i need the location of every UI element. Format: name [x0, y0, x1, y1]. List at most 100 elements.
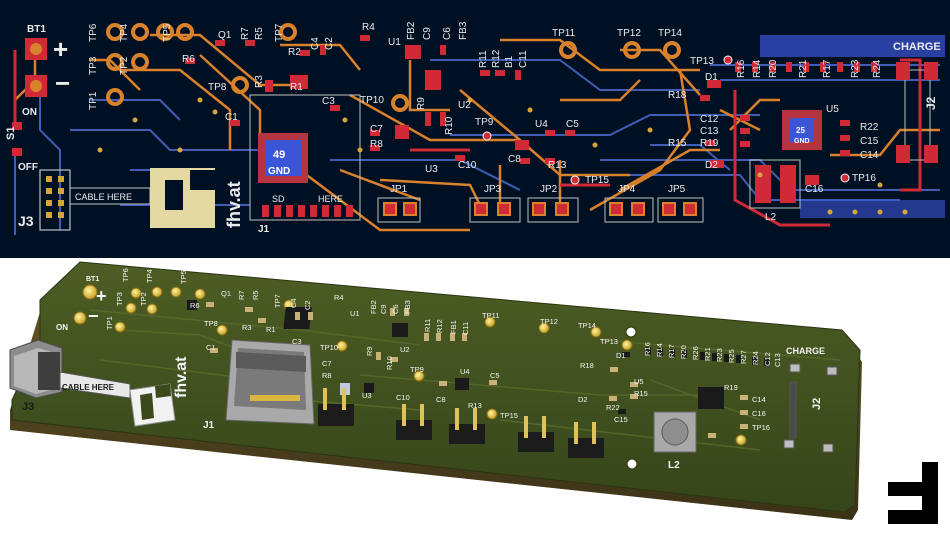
designator: C11 [461, 322, 470, 335]
sd-label: SD [272, 194, 285, 204]
minus-label: − [55, 68, 70, 98]
designator: R14 [752, 59, 763, 78]
designator: U4 [460, 367, 470, 376]
designator: TP5 [162, 23, 173, 42]
designator: R20 [768, 59, 779, 78]
designator: R6 [190, 301, 200, 310]
designator: R25 [727, 349, 736, 363]
designator: C16 [752, 409, 766, 418]
j2-outline [904, 69, 931, 161]
designator: C10 [458, 160, 477, 171]
designator: U1 [388, 37, 401, 48]
designator: R4 [362, 22, 375, 33]
designator: R19 [700, 138, 719, 149]
designator: TP7 [273, 294, 282, 308]
u5-body [790, 118, 814, 142]
u5-number: 25 [796, 126, 805, 135]
designator: R14 [655, 343, 664, 357]
designator: R17 [822, 59, 833, 78]
u5-gnd: GND [794, 138, 810, 145]
designator: Q1 [221, 289, 231, 298]
small-test-points [482, 55, 850, 185]
designator: C1 [225, 112, 238, 123]
designator: R16 [643, 342, 652, 356]
j2-label: J2 [924, 96, 938, 110]
designator: TP12 [617, 28, 641, 39]
bt1-render-label: BT1 [86, 276, 99, 283]
designator: TP5 [179, 270, 188, 284]
designator: C3 [322, 96, 335, 107]
designator: Q1 [218, 30, 232, 41]
designator: TP12 [540, 317, 558, 326]
designator: D2 [578, 395, 588, 404]
designator: R21 [798, 59, 809, 78]
test-points-layout [106, 23, 681, 112]
designator: JP2 [540, 184, 558, 195]
designator: C16 [805, 184, 824, 195]
designator: R8 [322, 371, 332, 380]
j2-render-label: J2 [811, 398, 823, 410]
designator: C11 [518, 50, 529, 68]
designator: C6 [442, 27, 453, 40]
designator: R23 [850, 59, 861, 78]
charge-render-label: CHARGE [786, 346, 825, 356]
designator: R10 [444, 116, 455, 135]
designator: TP11 [482, 311, 499, 320]
designator: TP16 [752, 423, 770, 432]
designator: C4 [289, 298, 298, 308]
jumpers-layout [377, 197, 704, 223]
designator: U3 [425, 164, 438, 175]
pcb-3d-render-view: BT1 + − ON J3 CABLE HERE fhv.at J1 CHARG… [0, 258, 950, 534]
designator: R13 [548, 160, 567, 171]
minus-render-label: − [88, 306, 99, 326]
l2-render-label: L2 [668, 460, 680, 471]
designator: C6 [391, 304, 400, 314]
designator: TP16 [852, 173, 876, 184]
designator: L2 [765, 212, 777, 223]
designator: JP4 [618, 184, 636, 195]
j2-pads-render [783, 363, 838, 453]
designator: TP10 [320, 343, 338, 352]
designator: R19 [724, 383, 738, 392]
designator: TP13 [690, 56, 714, 67]
designator: TP4 [145, 269, 154, 283]
vias [97, 97, 908, 215]
designator: TP1 [105, 316, 114, 330]
plus-label: + [53, 34, 68, 64]
on-label: ON [22, 107, 37, 118]
designator: JP3 [484, 184, 502, 195]
designator: R3 [254, 75, 265, 88]
designator: C15 [860, 136, 879, 147]
designator: TP9 [410, 365, 424, 374]
designator: U2 [458, 100, 471, 111]
designator: TP14 [658, 28, 682, 39]
designator: R22 [860, 122, 879, 133]
designator: C9 [422, 27, 433, 40]
charge-label: CHARGE [893, 41, 941, 53]
designator: TP4 [119, 23, 130, 42]
sd-card-outline [249, 94, 361, 221]
designator: TP10 [360, 95, 384, 106]
designator: C1 [206, 343, 216, 352]
designator: U3 [362, 391, 372, 400]
layout-silkscreen: BT1 + − ON OFF S1 J3 CABLE HERE SD HERE … [5, 24, 941, 235]
designator: R6 [182, 54, 195, 65]
mcu-gnd: GND [268, 166, 290, 177]
designator: C14 [752, 395, 766, 404]
red-power-traces [13, 50, 922, 227]
pin-headers-render [318, 388, 604, 458]
designator: C3 [292, 337, 302, 346]
designator: TP9 [475, 117, 494, 128]
designator: TP11 [552, 28, 576, 39]
designator: FB3 [458, 21, 469, 40]
designator: FB2 [369, 300, 378, 314]
mounting-hole [625, 326, 637, 338]
designator: U2 [400, 345, 410, 354]
designator: JP5 [668, 184, 686, 195]
designator: TP1 [88, 91, 99, 110]
designator: TP6 [88, 23, 99, 42]
designator: C2 [324, 37, 335, 50]
designator: TP2 [139, 292, 148, 306]
sd-card-slot-render [225, 339, 315, 425]
